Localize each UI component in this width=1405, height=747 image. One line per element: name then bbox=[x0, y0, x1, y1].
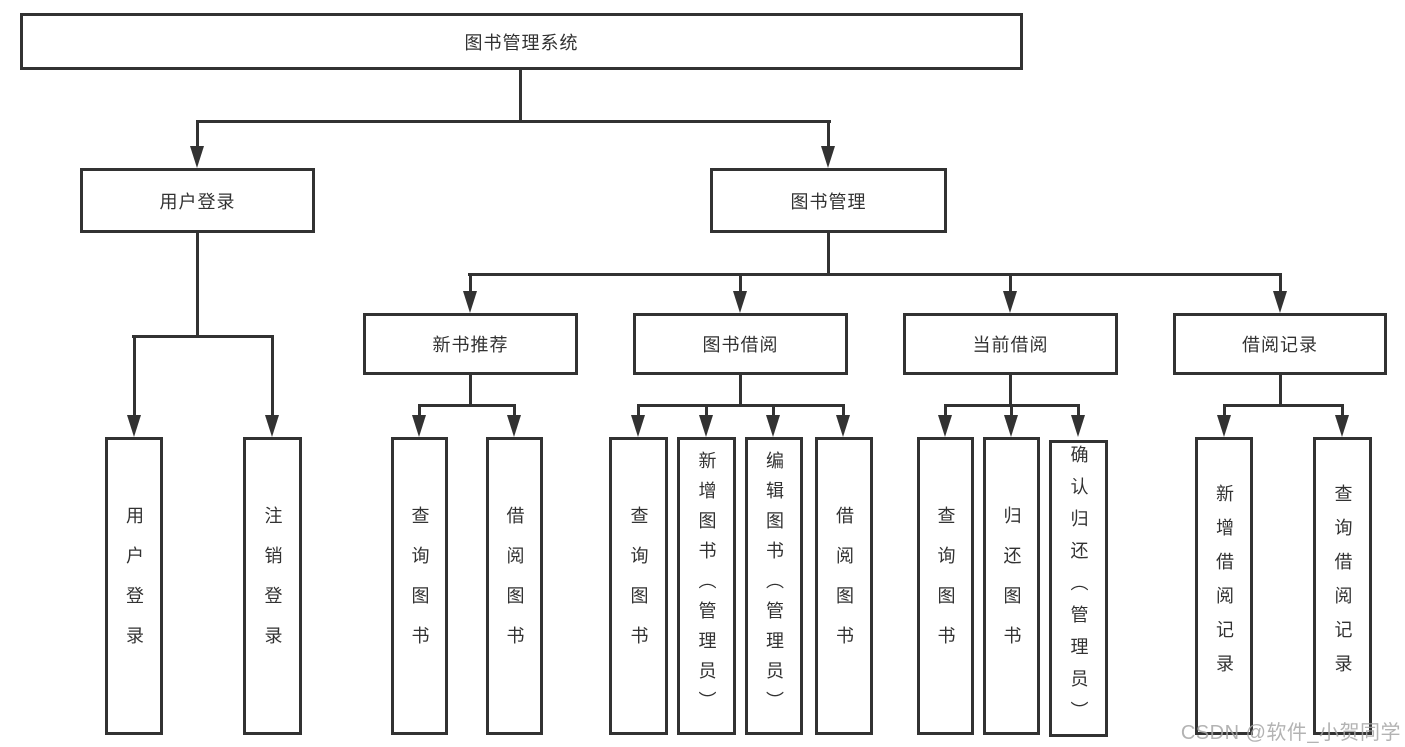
leaf-logout: 注销登录 bbox=[243, 437, 302, 735]
node-new-book-recommend: 新书推荐 bbox=[363, 313, 578, 375]
connector-book-borrow-rail bbox=[637, 404, 845, 407]
arrow-down-cb-return bbox=[1004, 415, 1018, 437]
leaf-br-add-record: 新增借阅记录 bbox=[1195, 437, 1253, 735]
connector-nbr-query-drop bbox=[418, 404, 421, 415]
node-user-login: 用户登录 bbox=[80, 168, 315, 233]
arrow-down-br-add bbox=[1217, 415, 1231, 437]
connector-new-book-rail bbox=[418, 404, 516, 407]
leaf-bb-borrow-books: 借阅图书 bbox=[815, 437, 873, 735]
connector-cb-return-drop bbox=[1010, 404, 1013, 415]
csdn-watermark: CSDN @软件_小贺同学 bbox=[1180, 722, 1401, 744]
connector-book-borrow-drop bbox=[739, 273, 742, 291]
arrow-down-cb-query bbox=[938, 415, 952, 437]
arrow-down-user-login bbox=[190, 146, 204, 168]
connector-level2-rail bbox=[196, 120, 831, 123]
connector-new-book-drop bbox=[469, 273, 472, 291]
connector-user-login-rail bbox=[132, 335, 274, 338]
connector-leaf-user-login-drop bbox=[133, 335, 136, 415]
arrow-down-bb-borrow bbox=[836, 415, 850, 437]
arrow-down-book-borrow bbox=[733, 291, 747, 313]
node-borrow-records: 借阅记录 bbox=[1173, 313, 1387, 375]
connector-book-mgmt-drop bbox=[827, 120, 830, 146]
leaf-cb-return-books: 归还图书 bbox=[983, 437, 1040, 735]
connector-br-query-drop bbox=[1341, 404, 1344, 415]
leaf-bb-edit-books-admin: 编辑图书（管理员） bbox=[745, 437, 803, 735]
connector-borrow-record-drop bbox=[1279, 273, 1282, 291]
connector-bb-edit-drop bbox=[772, 404, 775, 415]
connector-bb-query-drop bbox=[637, 404, 640, 415]
connector-leaf-logout-drop bbox=[271, 335, 274, 415]
arrow-down-new-book bbox=[463, 291, 477, 313]
arrow-down-nbr-query bbox=[412, 415, 426, 437]
node-book-management: 图书管理 bbox=[710, 168, 947, 233]
connector-new-book-stem bbox=[469, 375, 472, 404]
node-book-borrowing: 图书借阅 bbox=[633, 313, 848, 375]
arrow-down-nbr-borrow bbox=[507, 415, 521, 437]
leaf-bb-query-books: 查询图书 bbox=[609, 437, 668, 735]
connector-level3-rail bbox=[468, 273, 1282, 276]
arrow-down-borrow-record bbox=[1273, 291, 1287, 313]
connector-book-borrow-stem bbox=[739, 375, 742, 404]
leaf-cb-query-books: 查询图书 bbox=[917, 437, 974, 735]
leaf-br-query-record: 查询借阅记录 bbox=[1313, 437, 1372, 735]
connector-user-login-drop bbox=[196, 120, 199, 146]
connector-root-stem bbox=[519, 70, 522, 120]
connector-bb-borrow-drop bbox=[842, 404, 845, 415]
connector-current-borrow-drop bbox=[1009, 273, 1012, 291]
connector-borrow-record-rail bbox=[1223, 404, 1344, 407]
leaf-nbr-query-books: 查询图书 bbox=[391, 437, 448, 735]
leaf-nbr-borrow-books: 借阅图书 bbox=[486, 437, 543, 735]
connector-cb-query-drop bbox=[944, 404, 947, 415]
node-root: 图书管理系统 bbox=[20, 13, 1023, 70]
arrow-down-bb-edit bbox=[766, 415, 780, 437]
arrow-down-book-mgmt bbox=[821, 146, 835, 168]
leaf-user-login: 用户登录 bbox=[105, 437, 163, 735]
connector-book-mgmt-stem bbox=[827, 233, 830, 273]
arrow-down-bb-query bbox=[631, 415, 645, 437]
connector-user-login-stem bbox=[196, 233, 199, 335]
connector-current-borrow-stem bbox=[1009, 375, 1012, 404]
leaf-cb-confirm-return-admin: 确认归还（管理员） bbox=[1049, 440, 1108, 737]
arrow-down-leaf-logout bbox=[265, 415, 279, 437]
leaf-bb-add-books-admin: 新增图书（管理员） bbox=[677, 437, 736, 735]
arrow-down-bb-add bbox=[699, 415, 713, 437]
arrow-down-cb-confirm bbox=[1071, 415, 1085, 437]
connector-br-add-drop bbox=[1223, 404, 1226, 415]
connector-cb-confirm-drop bbox=[1077, 404, 1080, 415]
node-current-borrowing: 当前借阅 bbox=[903, 313, 1118, 375]
connector-borrow-record-stem bbox=[1279, 375, 1282, 404]
arrow-down-leaf-user-login bbox=[127, 415, 141, 437]
connector-nbr-borrow-drop bbox=[513, 404, 516, 415]
arrow-down-br-query bbox=[1335, 415, 1349, 437]
connector-bb-add-drop bbox=[705, 404, 708, 415]
arrow-down-current-borrow bbox=[1003, 291, 1017, 313]
